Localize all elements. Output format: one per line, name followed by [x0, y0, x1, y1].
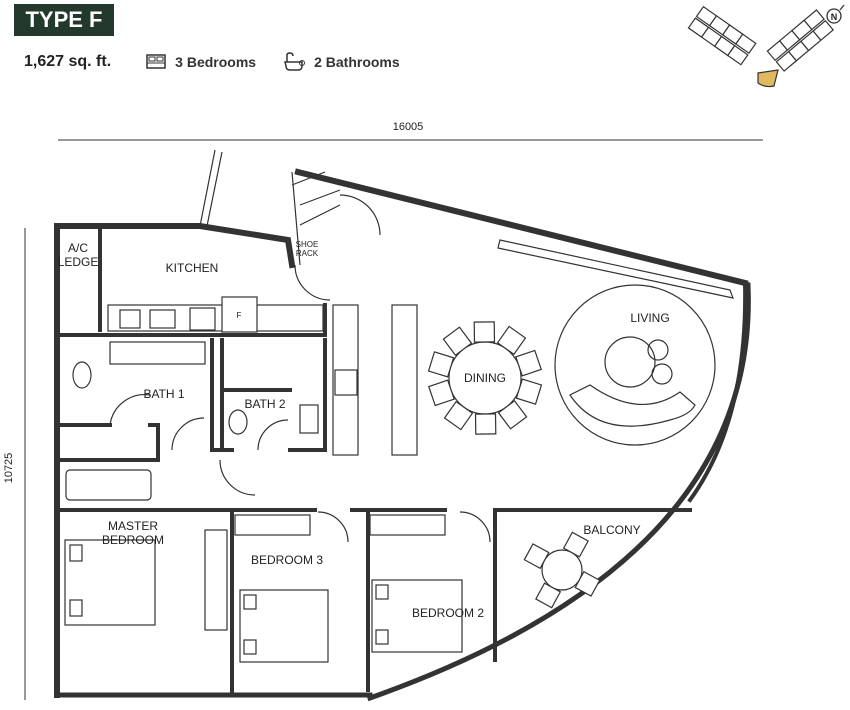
- chair: [473, 321, 496, 343]
- chair: [427, 351, 455, 378]
- bedrooms-spec: 3 Bedrooms: [145, 53, 256, 71]
- beds: [64, 514, 463, 663]
- key-plan: [687, 5, 834, 88]
- living-label: LIVING: [630, 311, 669, 325]
- unit-specs: 1,627 sq. ft. 3 Bedrooms 2 Bathrooms: [24, 52, 428, 72]
- bedroom3-label: BEDROOM 3: [251, 553, 323, 567]
- balcony-table: [523, 531, 601, 609]
- table-top: [541, 549, 583, 591]
- dining-table: [427, 321, 543, 435]
- chair: [574, 570, 601, 597]
- chair: [443, 400, 474, 431]
- ac-ledge-label-2: LEDGE: [58, 255, 99, 269]
- living-sofa-set: [554, 284, 716, 446]
- chair: [474, 413, 497, 435]
- compass-icon: N: [826, 4, 845, 24]
- bathrooms-spec: 2 Bathrooms: [284, 52, 400, 72]
- ac-ledge-label: A/C: [68, 241, 88, 255]
- master-bed: [64, 539, 156, 626]
- chair: [496, 325, 527, 356]
- bathtub-icon: [284, 52, 306, 71]
- bedroom3-bed: [239, 589, 329, 663]
- chair: [523, 543, 550, 570]
- shoe-rack-label: SHOE: [296, 240, 319, 249]
- unit-area: 1,627 sq. ft.: [24, 53, 112, 70]
- shoe-rack-label-2: RACK: [296, 249, 319, 258]
- width-dimension: 16005: [393, 121, 424, 133]
- kitchen-label: KITCHEN: [166, 261, 219, 275]
- unit-type-badge: TYPE F: [14, 4, 114, 36]
- chair: [535, 582, 562, 609]
- bedrooms-label: 3 Bedrooms: [175, 54, 257, 70]
- master-bedroom-label: MASTER: [108, 519, 158, 533]
- master-bedroom-label-2: BEDROOM: [102, 533, 164, 547]
- dining-label: DINING: [464, 371, 506, 385]
- chair: [442, 326, 473, 357]
- svg-text:N: N: [831, 12, 838, 22]
- depth-dimension: 10725: [3, 453, 15, 484]
- chair: [497, 399, 528, 430]
- bath1-label: BATH 1: [143, 387, 184, 401]
- fridge-label: F: [237, 311, 242, 320]
- bath2-label: BATH 2: [244, 397, 285, 411]
- walls: [54, 149, 751, 702]
- bed-icon: [146, 54, 166, 69]
- highlighted-unit: [757, 69, 779, 88]
- bedroom2-label: BEDROOM 2: [412, 606, 484, 620]
- chair: [515, 349, 542, 377]
- chair: [562, 531, 589, 558]
- bath-fixtures: [65, 341, 358, 501]
- kitchen-counter: [107, 296, 418, 456]
- bedroom2-bed: [371, 579, 463, 653]
- bathrooms-label: 2 Bathrooms: [314, 54, 400, 70]
- chair: [428, 379, 455, 407]
- doors: [109, 194, 491, 543]
- chair: [515, 378, 543, 405]
- balcony-label: BALCONY: [583, 523, 640, 537]
